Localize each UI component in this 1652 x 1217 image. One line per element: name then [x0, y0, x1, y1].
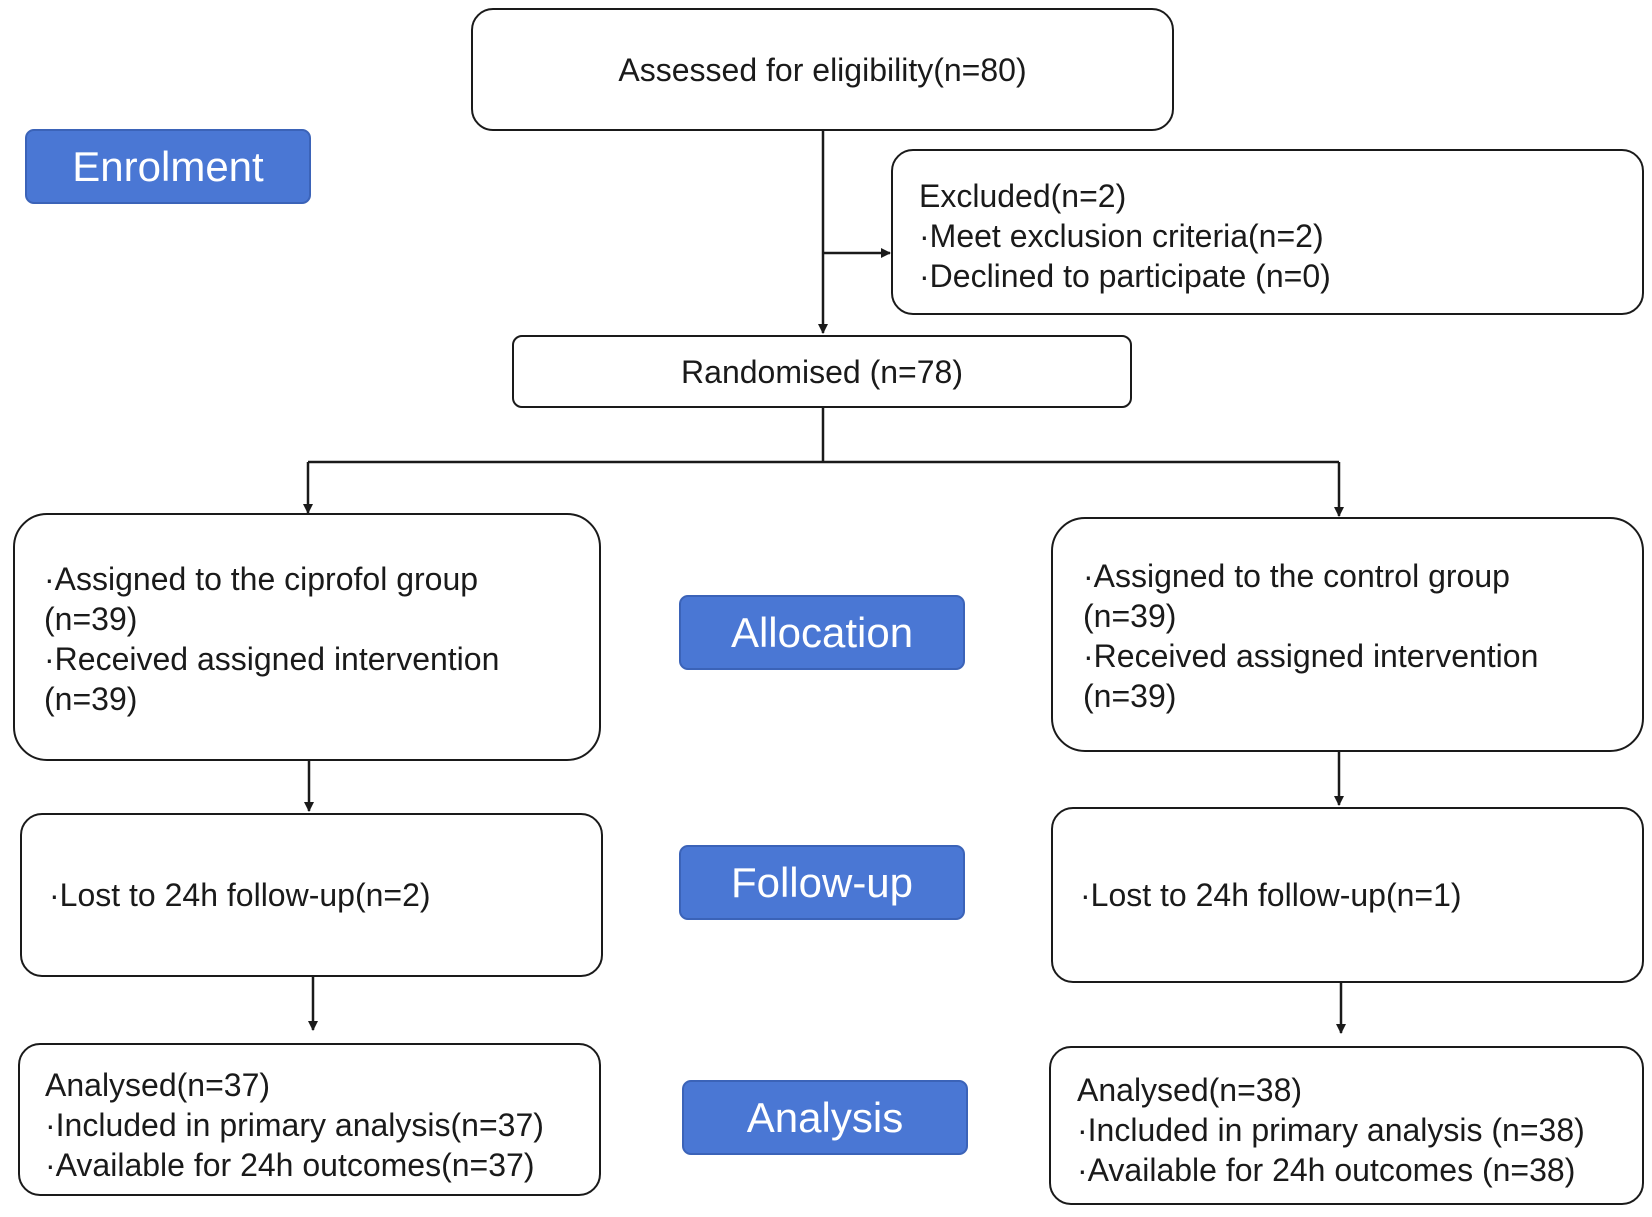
ciprofol-allocation-line: (n=39)	[44, 601, 138, 637]
ciprofol-allocation-line: ·Assigned to the ciprofol group	[44, 561, 479, 597]
ciprofol-followup-text: ·Lost to 24h follow-up(n=2)	[49, 877, 431, 913]
excluded-item: ·Meet exclusion criteria(n=2)	[919, 218, 1324, 254]
ciprofol-analysis-item: ·Available for 24h outcomes(n=37)	[45, 1147, 535, 1183]
randomised-box: Randomised (n=78)	[512, 335, 1132, 408]
stage-label-follow-up: Follow-up	[679, 845, 965, 920]
ciprofol-analysis-title: Analysed(n=37)	[45, 1067, 271, 1103]
control-allocation-line: ·Assigned to the control group	[1083, 558, 1510, 594]
control-followup-box: ·Lost to 24h follow-up(n=1)	[1051, 807, 1644, 983]
control-allocation-box: ·Assigned to the control group (n=39) ·R…	[1051, 517, 1644, 752]
control-allocation-line: (n=39)	[1083, 598, 1177, 634]
stage-label-allocation: Allocation	[679, 595, 965, 670]
randomised-text: Randomised (n=78)	[681, 353, 963, 390]
excluded-item: ·Declined to participate (n=0)	[919, 258, 1331, 294]
control-allocation-line: ·Received assigned intervention	[1083, 638, 1539, 674]
stage-label-analysis: Analysis	[682, 1080, 968, 1155]
assessed-box: Assessed for eligibility(n=80)	[471, 8, 1174, 131]
control-analysis-item: ·Included in primary analysis (n=38)	[1077, 1112, 1585, 1148]
control-analysis-item: ·Available for 24h outcomes (n=38)	[1077, 1152, 1576, 1188]
control-followup-text: ·Lost to 24h follow-up(n=1)	[1080, 877, 1462, 913]
control-analysis-box: Analysed(n=38) ·Included in primary anal…	[1049, 1046, 1644, 1205]
ciprofol-allocation-line: (n=39)	[44, 681, 138, 717]
ciprofol-analysis-box: Analysed(n=37) ·Included in primary anal…	[18, 1043, 601, 1196]
excluded-title: Excluded(n=2)	[919, 178, 1127, 214]
ciprofol-analysis-item: ·Included in primary analysis(n=37)	[45, 1107, 544, 1143]
control-analysis-title: Analysed(n=38)	[1077, 1072, 1303, 1108]
excluded-box: Excluded(n=2) ·Meet exclusion criteria(n…	[891, 149, 1644, 315]
control-allocation-line: (n=39)	[1083, 678, 1177, 714]
ciprofol-allocation-box: ·Assigned to the ciprofol group (n=39) ·…	[13, 513, 601, 761]
assessed-text: Assessed for eligibility(n=80)	[618, 51, 1027, 88]
ciprofol-allocation-line: ·Received assigned intervention	[44, 641, 500, 677]
stage-label-enrolment: Enrolment	[25, 129, 311, 204]
ciprofol-followup-box: ·Lost to 24h follow-up(n=2)	[20, 813, 603, 977]
